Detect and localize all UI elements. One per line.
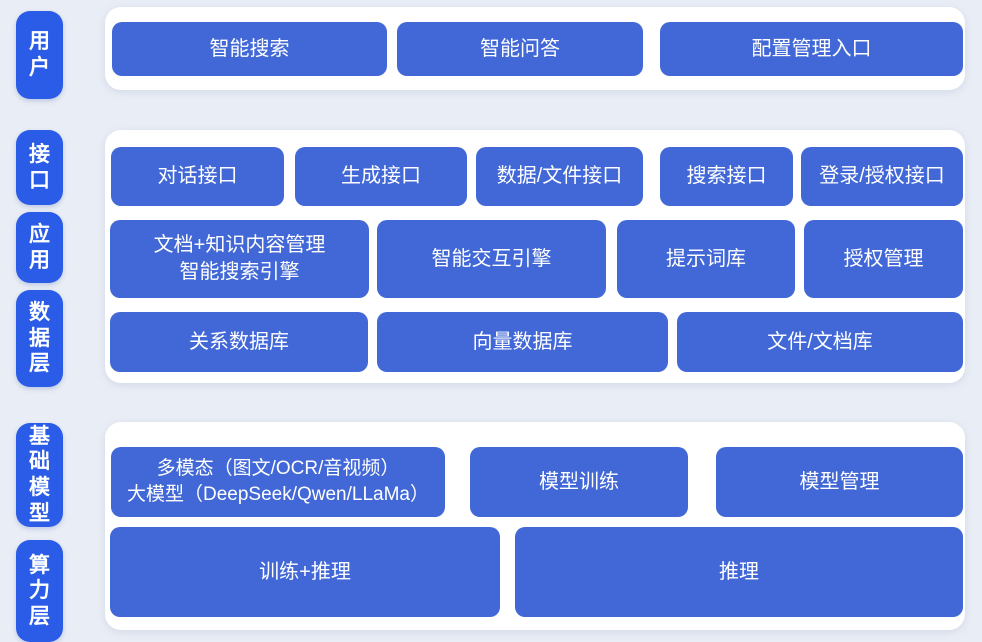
block-smart-interaction-engine: 智能交互引擎 bbox=[377, 220, 606, 298]
block-generation-api: 生成接口 bbox=[295, 147, 467, 206]
block-data-file-api: 数据/文件接口 bbox=[476, 147, 643, 206]
block-prompt-library: 提示词库 bbox=[617, 220, 795, 298]
block-config-management-entry: 配置管理入口 bbox=[660, 22, 963, 76]
layer-chip-data-layer-label: 数据层 bbox=[29, 301, 50, 376]
block-search-api: 搜索接口 bbox=[660, 147, 793, 206]
block-login-auth-api: 登录/授权接口 bbox=[801, 147, 963, 206]
layer-chip-application-label: 应用 bbox=[29, 222, 50, 272]
layer-chip-base-model: 基础模型 bbox=[16, 423, 63, 527]
block-training-plus-inference: 训练+推理 bbox=[110, 527, 500, 617]
block-smart-search: 智能搜索 bbox=[112, 22, 387, 76]
block-smart-qa: 智能问答 bbox=[397, 22, 643, 76]
layer-chip-base-model-label: 基础模型 bbox=[29, 424, 50, 525]
block-multimodal-llm: 多模态（图文/OCR/音视频） 大模型（DeepSeek/Qwen/LLaMa） bbox=[111, 447, 445, 517]
bottom-layers-panel: 多模态（图文/OCR/音视频） 大模型（DeepSeek/Qwen/LLaMa）… bbox=[105, 422, 965, 630]
block-model-training: 模型训练 bbox=[470, 447, 688, 517]
block-relational-database: 关系数据库 bbox=[110, 312, 368, 372]
layer-chip-compute-layer: 算力层 bbox=[16, 540, 63, 642]
middle-layers-panel: 对话接口 生成接口 数据/文件接口 搜索接口 登录/授权接口 文档+知识内容管理… bbox=[105, 130, 965, 383]
block-vector-database: 向量数据库 bbox=[377, 312, 668, 372]
layer-chip-application: 应用 bbox=[16, 212, 63, 283]
user-layer-panel: 智能搜索 智能问答 配置管理入口 bbox=[105, 7, 965, 90]
block-inference: 推理 bbox=[515, 527, 963, 617]
block-dialog-api: 对话接口 bbox=[111, 147, 284, 206]
layer-chip-interface: 接口 bbox=[16, 130, 63, 205]
block-doc-knowledge-search-engine: 文档+知识内容管理 智能搜索引擎 bbox=[110, 220, 369, 298]
layer-chip-user: 用户 bbox=[16, 11, 63, 99]
layer-chip-data-layer: 数据层 bbox=[16, 290, 63, 387]
layer-chip-interface-label: 接口 bbox=[29, 142, 50, 192]
block-authorization-management: 授权管理 bbox=[804, 220, 963, 298]
block-model-management: 模型管理 bbox=[716, 447, 963, 517]
layer-chip-compute-layer-label: 算力层 bbox=[29, 553, 50, 628]
block-file-document-store: 文件/文档库 bbox=[677, 312, 963, 372]
layer-chip-user-label: 用户 bbox=[29, 30, 50, 79]
